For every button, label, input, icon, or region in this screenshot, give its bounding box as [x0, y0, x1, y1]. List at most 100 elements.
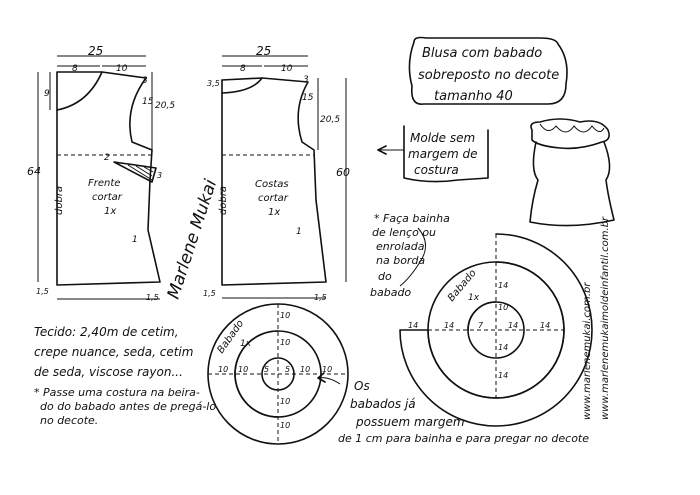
molde-line-3: costura: [414, 163, 459, 177]
back-fold-label: dobra: [218, 186, 229, 215]
front-neck-depth-label: 9: [44, 89, 50, 99]
back-hem-right-label: 1,5: [314, 293, 327, 302]
ruffle-small-dim-8: 10: [280, 338, 290, 347]
tecido-line-2: crepe nuance, seda, cetim: [34, 345, 193, 359]
ruffle-small-dim-9: 10: [280, 397, 290, 406]
back-length-label: 60: [336, 166, 350, 179]
ruffle-small: 10 10 5 5 10 10 10 10 10 10 Babado 1x: [207, 303, 349, 445]
back-shoulder-label: 10: [281, 64, 293, 74]
title-box: Blusa com babado sobreposto no decote ta…: [408, 36, 568, 105]
front-width-label: 25: [88, 44, 103, 58]
front-shoulder-drop-label: 3: [142, 76, 148, 86]
ruffle-large-dim-7: 10: [498, 303, 508, 312]
ruffle-large-dim-6: 14: [498, 281, 508, 290]
blouse-sketch: [529, 118, 615, 227]
back-hem-left-label: 1,5: [203, 289, 216, 298]
title-line-3: tamanho 40: [434, 89, 513, 104]
ruffle-large-dim-1: 14: [408, 321, 418, 330]
front-dart: [113, 161, 157, 183]
babados-line-3: possuem margem: [355, 415, 465, 429]
babados-line-2: babados já: [350, 397, 416, 411]
front-hem-right-label: 1,5: [146, 293, 159, 302]
molde-line-1: Molde sem: [410, 131, 475, 145]
ruffle-large-dim-8: 14: [498, 343, 508, 352]
back-hem-mark-label: 1: [296, 227, 302, 237]
ruffle-large-dim-2: 14: [444, 321, 454, 330]
ruffle-small-dim-6: 10: [322, 365, 332, 374]
molde-line-2: margem de: [408, 147, 477, 161]
back-label-2: cortar: [258, 193, 289, 204]
title-line-1: Blusa com babado: [422, 46, 542, 61]
ruffle-large-label-2: 1x: [468, 293, 480, 303]
bainha-line-6: babado: [370, 286, 411, 299]
molde-bracket: [403, 125, 489, 183]
ruffle-small-dim-4: 5: [285, 365, 290, 374]
tecido-line-3: de seda, viscose rayon...: [34, 365, 183, 379]
ruffle-small-dim-5: 10: [300, 365, 310, 374]
babados-line-1: Os: [354, 379, 370, 393]
bainha-line-4: na borda: [376, 254, 425, 267]
ruffle-small-dim-2: 10: [238, 365, 248, 374]
ruffle-small-spiral: [234, 330, 279, 418]
ruffle-small-dim-7: 10: [280, 311, 290, 320]
back-neck-label: 8: [240, 64, 246, 74]
front-fold-label: dobra: [54, 186, 65, 215]
back-outline: [221, 77, 327, 286]
back-neck-depth-label: 3,5: [207, 79, 220, 88]
passe-line-2: do do babado antes de pregá-lo: [40, 400, 216, 413]
babados-note: Os babados já possuem margem de 1 cm par…: [317, 372, 589, 445]
babados-line-4: de 1 cm para bainha e para pregar no dec…: [338, 432, 589, 445]
back-width-label: 25: [256, 44, 271, 58]
back-side-upper-label: 20,5: [320, 115, 340, 125]
back-pattern-piece: 25 8 10 3,5 3 15 20,5 60 1,5 1,5 1 dobra…: [203, 44, 350, 302]
ruffle-large-dim-4: 14: [508, 321, 518, 330]
front-dart-label: 2: [104, 153, 110, 163]
title-line-2: sobreposto no decote: [418, 68, 559, 83]
passe-line-3: no decote.: [40, 414, 98, 427]
bainha-line-3: enrolada: [376, 240, 425, 253]
front-dart-hatch: [127, 164, 154, 181]
front-pattern-piece: 25 8 10 3 15 20,5 9 64 2 3 1,5 1,5 1 dob…: [27, 44, 175, 302]
tecido-line-1: Tecido: 2,40m de cetim,: [34, 325, 179, 339]
blouse-ruffle-collar: [530, 118, 610, 150]
bainha-line-5: do: [378, 270, 392, 283]
website-1: www.marlenemukai.com.br: [582, 282, 593, 420]
front-length-label: 64: [27, 165, 41, 178]
signature: Marlene Mukai: [164, 177, 222, 302]
website-2: www.marlenemukaimoldeinfantil.com.br: [600, 216, 611, 420]
ruffle-small-label-2: 1x: [240, 339, 252, 349]
front-hem-mark-label: 1: [132, 235, 138, 245]
front-label-1: Frente: [88, 178, 120, 189]
ruffle-large-dim-3: 7: [478, 321, 484, 330]
molde-note: Molde sem margem de costura: [377, 125, 489, 183]
bainha-note: * Faça bainha de lenço ou enrolada na bo…: [370, 212, 450, 299]
ruffle-small-dim-3: 5: [264, 365, 269, 374]
front-label-2: cortar: [92, 192, 123, 203]
front-armhole-label: 15: [142, 97, 154, 107]
blouse-ruffle-waves: [539, 123, 605, 133]
babados-arrow: [317, 377, 341, 385]
ruffle-large-dim-5: 14: [540, 321, 550, 330]
back-armhole-label: 15: [302, 93, 314, 103]
bainha-line-2: de lenço ou: [372, 226, 436, 239]
passe-line-1: * Passe uma costura na beira-: [34, 386, 200, 399]
bainha-line-1: * Faça bainha: [374, 212, 450, 225]
back-neckline: [221, 77, 263, 94]
front-label-3: 1x: [104, 206, 116, 217]
ruffle-large: 14 14 7 14 14 14 10 14 14 Babado 1x: [399, 233, 593, 427]
title-box-outline: [408, 36, 568, 105]
back-label-1: Costas: [255, 179, 289, 190]
ruffle-small-dim-10: 10: [280, 421, 290, 430]
front-outline: [56, 71, 161, 286]
molde-arrow-head: [377, 145, 387, 155]
front-hem-left-label: 1,5: [36, 287, 49, 296]
back-label-3: 1x: [268, 207, 280, 218]
tecido-note: Tecido: 2,40m de cetim, crepe nuance, se…: [34, 325, 193, 379]
front-shoulder-label: 10: [116, 64, 128, 74]
front-neckline: [56, 71, 103, 111]
blouse-body: [529, 141, 615, 227]
ruffle-large-spiral-start: [467, 301, 497, 331]
bainha-arrow: [399, 227, 426, 287]
front-side-upper-label: 20,5: [155, 101, 175, 111]
